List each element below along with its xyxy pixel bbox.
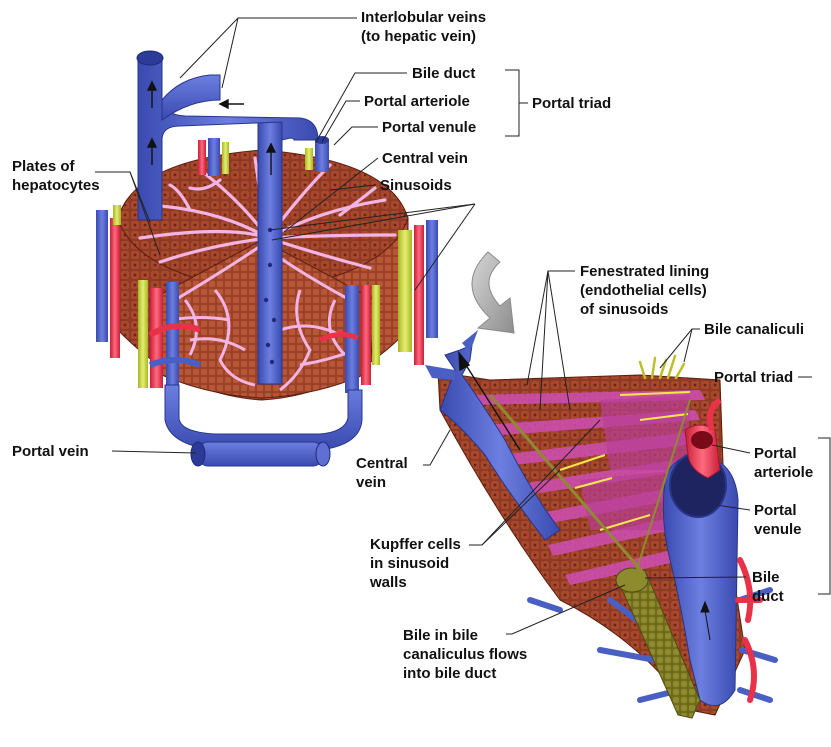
label-plates-of-hepatocytes: Plates of hepatocytes [12,157,100,195]
label-portal-arteriole-right: Portal arteriole [754,444,813,482]
label-kupffer-cells: Kupffer cells in sinusoid walls [370,535,461,592]
lobule-illustration [96,51,438,466]
label-portal-arteriole-top: Portal arteriole [364,92,470,111]
label-bile-flow: Bile in bile canaliculus flows into bile… [403,626,527,683]
label-portal-triad-right: Portal triad [714,368,793,387]
label-portal-venule-right: Portal venule [754,501,802,539]
label-central-vein-bottom: Central vein [356,454,408,492]
magnify-arrow [472,252,514,333]
label-bile-duct-top: Bile duct [412,64,475,83]
label-interlobular-veins: Interlobular veins (to hepatic vein) [361,8,486,46]
label-central-vein-top: Central vein [382,149,468,168]
label-sinusoids: Sinusoids [380,176,452,195]
label-portal-triad-top: Portal triad [532,94,611,113]
label-portal-venule-top: Portal venule [382,118,476,137]
label-bile-canaliculi: Bile canaliculi [704,320,804,339]
label-portal-vein: Portal vein [12,442,89,461]
label-fenestrated-lining: Fenestrated lining (endothelial cells) o… [580,262,709,319]
label-bile-duct-right: Bile duct [752,568,784,606]
